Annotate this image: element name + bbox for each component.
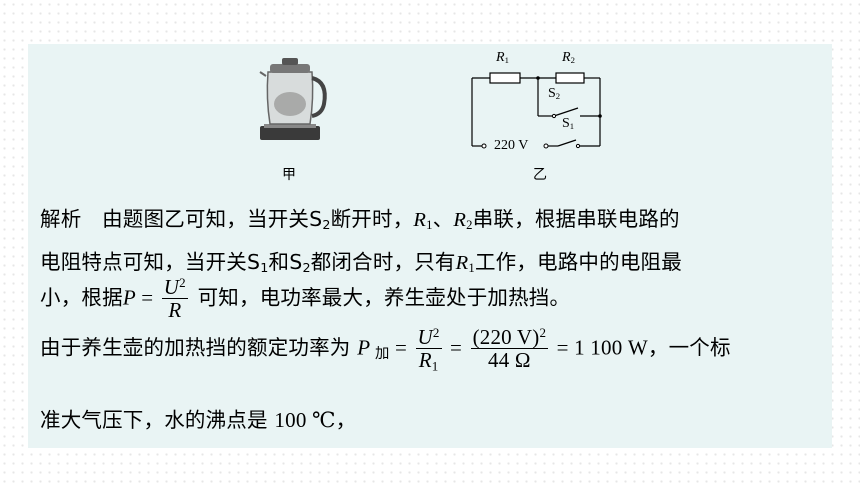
analysis-line-1: 解析 由题图乙可知，当开关S2断开时，R1、R2串联，根据串联电路的: [40, 207, 680, 233]
label-s1: S1: [562, 116, 575, 132]
analysis-line-5: 准大气压下，水的沸点是 100 ℃，: [40, 408, 357, 432]
label-s2: S2: [548, 86, 561, 102]
kettle-illustration: [259, 58, 327, 140]
content-panel: [28, 44, 832, 448]
label-r2: R2: [562, 50, 575, 66]
label-r1: R1: [496, 50, 509, 66]
circuit-diagram: [471, 72, 602, 149]
figure-caption-yi: 乙: [533, 167, 547, 183]
label-voltage: 220 V: [494, 138, 529, 153]
figure-caption-jia: 甲: [282, 167, 296, 183]
analysis-line-2: 电阻特点可知，当开关S1和S2都闭合时，只有R1工作，电路中的电阻最: [40, 250, 682, 276]
